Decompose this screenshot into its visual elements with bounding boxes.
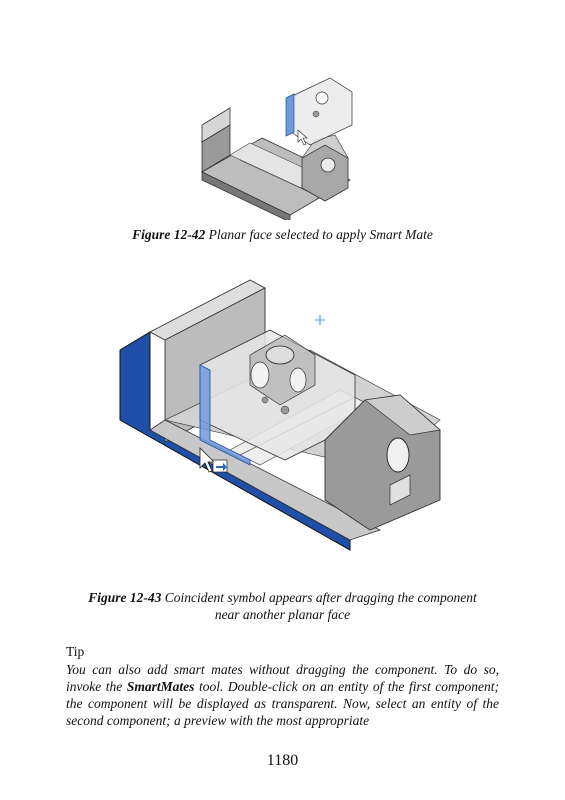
figure-12-43-image	[119, 279, 441, 551]
tip-heading: Tip	[66, 644, 85, 659]
figure-caption-text: Coincident symbol appears after dragging…	[164, 590, 477, 605]
tip-text: tool. Double-click on an entity of the f…	[66, 679, 499, 728]
tool-name: SmartMates	[126, 679, 195, 694]
figure-12-42-caption: Figure 12-42 Planar face selected to app…	[60, 226, 505, 243]
figure-12-42-image	[201, 77, 353, 220]
figure-caption-text-line2: near another planar face	[214, 607, 351, 622]
figure-label: Figure 12-43	[88, 590, 162, 605]
tip-body: You can also add smart mates without dra…	[66, 661, 499, 729]
figure-label: Figure 12-42	[132, 227, 206, 242]
tip-text: You can also add smart mates without dra…	[66, 662, 499, 694]
figure-caption-text: Planar face selected to apply Smart Mate	[208, 227, 433, 242]
figure-12-43-caption: Figure 12-43 Coincident symbol appears a…	[60, 589, 505, 623]
page-number: 1180	[266, 752, 299, 769]
